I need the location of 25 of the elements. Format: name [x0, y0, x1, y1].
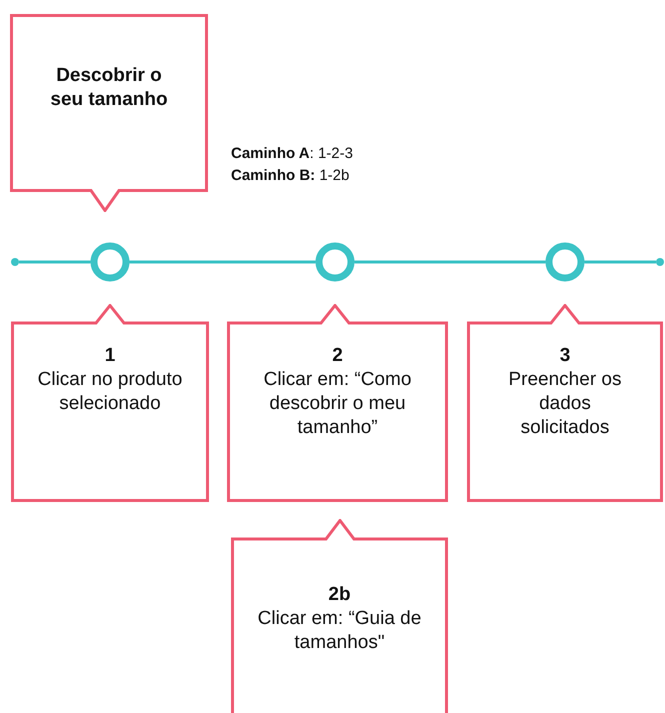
timeline-line: [19, 260, 90, 264]
timeline-line: [130, 260, 316, 264]
step-text: Clicar em: “Como descobrir o meu tamanho”: [262, 368, 412, 440]
callout-box: [10, 14, 208, 212]
timeline-marker: [315, 242, 355, 282]
step-text: Preencher os dados solicitados: [507, 368, 622, 440]
callout-title: Descobrir o seu tamanho: [49, 64, 169, 112]
callout-box: [11, 304, 209, 502]
timeline-marker: [545, 242, 585, 282]
callout-box: [227, 304, 448, 502]
timeline-dot: [656, 258, 664, 266]
step-number: 3: [558, 344, 572, 368]
callout-box: [231, 519, 448, 713]
path-note: Caminho A: 1-2-3: [231, 145, 353, 162]
timeline-dot: [11, 258, 19, 266]
step-number: 2b: [327, 583, 352, 607]
path-note: Caminho B: 1-2b: [231, 167, 350, 184]
step-number: 2: [331, 344, 344, 368]
callout-box: [467, 304, 663, 502]
timeline-line: [354, 260, 546, 264]
step-text: Clicar em: “Guia de tamanhos": [256, 607, 422, 655]
timeline-line: [584, 260, 656, 264]
timeline-marker: [90, 242, 130, 282]
step-text: Clicar no produto selecionado: [36, 368, 184, 416]
step-number: 1: [104, 344, 116, 368]
